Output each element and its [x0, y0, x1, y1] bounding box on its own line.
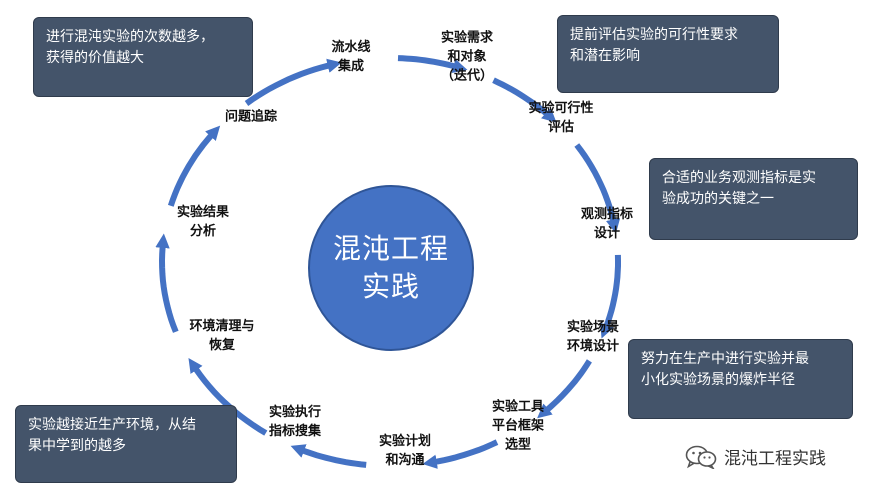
brand-watermark: 混沌工程实践: [684, 444, 826, 469]
step-feasibility-assessment: 实验可行性 评估: [528, 101, 594, 135]
note-closer-to-production: 实验越接近生产环境，从结 果中学到的越多: [15, 405, 237, 483]
arrow-feasibility-to-metrics: [574, 143, 621, 234]
note-more-experiments-more-value: 进行混沌实验的次数越多， 获得的价值越大: [33, 17, 253, 97]
step-issue-tracking: 问题追踪: [224, 109, 278, 125]
arrow-scenario-to-tools: [537, 359, 592, 419]
arrow-metrics-to-scenario: [600, 254, 621, 339]
arrow-execution-to-cleanup: [188, 358, 268, 436]
note-assess-feasibility-early: 提前评估实验的可行性要求 和潜在影响: [557, 15, 779, 93]
arrow-pipeline-to-requirements: [397, 55, 468, 74]
step-pipeline-integration: 流水线 集成: [331, 40, 371, 74]
step-result-analysis: 实验结果 分析: [176, 205, 230, 239]
note-business-metrics-key: 合适的业务观测指标是实 验成功的关键之一: [649, 158, 858, 240]
step-cleanup-and-recovery: 环境清理与 恢复: [189, 319, 255, 353]
arrow-plan-to-execution: [290, 444, 367, 468]
step-tool-platform-selection: 实验工具 平台框架 选型: [491, 399, 545, 453]
step-execution-and-metrics-collection: 实验执行 指标搜集: [268, 405, 322, 439]
brand-name: 混沌工程实践: [724, 449, 826, 469]
step-requirements-and-targets: 实验需求 和对象 （迭代）: [440, 30, 494, 84]
arrow-requirements-to-feasibility: [492, 77, 557, 123]
step-plan-and-communication: 实验计划 和沟通: [378, 434, 432, 468]
arrow-tools-to-plan: [422, 439, 499, 469]
arrow-analysis-to-tracking: [167, 125, 221, 207]
step-metrics-design: 观测指标 设计: [580, 207, 634, 241]
wechat-icon: [685, 445, 717, 469]
arrow-cleanup-to-analysis: [155, 233, 179, 333]
note-minimize-blast-radius: 努力在生产中进行实验并最 小化实验场景的爆炸半径: [628, 339, 853, 419]
center-hub: 混沌工程 实践: [308, 185, 474, 351]
step-scenario-environment-design: 实验场景 环境设计: [566, 320, 620, 354]
hub-title-line-1: 混沌工程: [332, 232, 449, 265]
hub-title-line-2: 实践: [361, 270, 420, 303]
arrow-tracking-to-pipeline: [244, 58, 342, 106]
